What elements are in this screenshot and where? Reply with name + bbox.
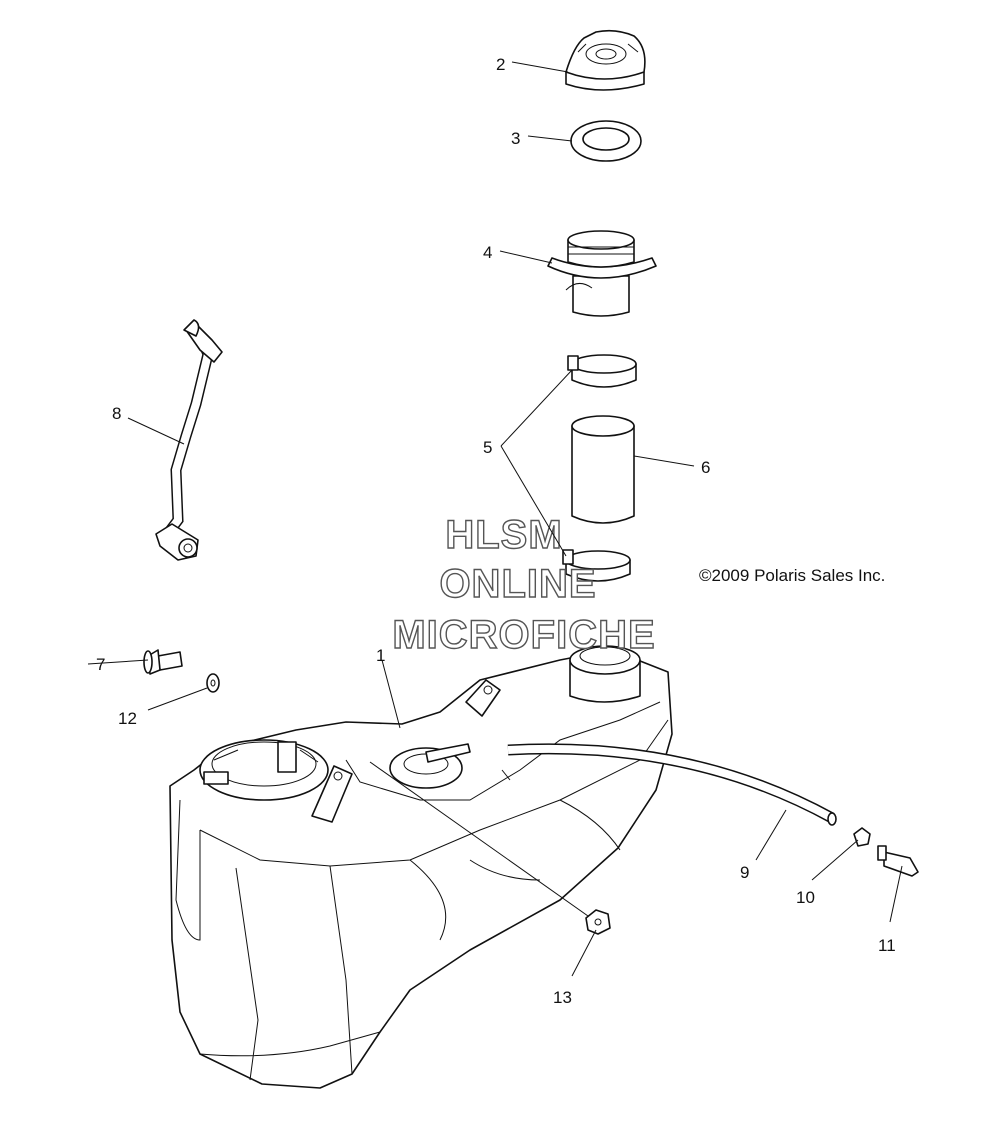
hose-clamp-upper <box>567 354 637 388</box>
watermark-line-3: MICROFICHE <box>392 613 655 657</box>
callout-7: 7 <box>96 655 105 674</box>
callout-13: 13 <box>553 988 572 1007</box>
callout-12: 12 <box>118 709 137 728</box>
bolt <box>143 649 183 675</box>
callout-1: 1 <box>376 646 385 665</box>
watermark-line-2: ONLINE <box>439 562 596 606</box>
leader-lines <box>87 61 903 977</box>
drain-valve <box>877 845 919 877</box>
callout-11: 11 <box>878 936 896 955</box>
callout-4: 4 <box>483 243 492 262</box>
callout-5: 5 <box>483 438 492 457</box>
callouts: 1 2 3 4 5 6 7 8 9 10 11 12 13 <box>96 55 896 1007</box>
filler-neck <box>547 230 657 317</box>
callout-9: 9 <box>740 863 749 882</box>
filler-hose <box>571 415 635 524</box>
watermark-line-1: HLSM <box>445 513 562 557</box>
copyright-notice: ©2009 Polaris Sales Inc. <box>699 566 886 585</box>
callout-3: 3 <box>511 129 520 148</box>
fuel-cap <box>565 29 646 91</box>
vent-line <box>155 319 223 561</box>
fitting <box>853 827 871 847</box>
filler-gasket <box>570 120 642 162</box>
watermark: HLSM ONLINE MICROFICHE <box>392 512 656 657</box>
callout-6: 6 <box>701 458 710 477</box>
hose <box>507 743 837 826</box>
nut <box>585 909 611 935</box>
hose-clamp-lower <box>562 549 631 582</box>
fuel-tank <box>169 645 673 1089</box>
callout-8: 8 <box>112 404 121 423</box>
washer <box>206 673 220 693</box>
callout-10: 10 <box>796 888 815 907</box>
callout-2: 2 <box>496 55 505 74</box>
